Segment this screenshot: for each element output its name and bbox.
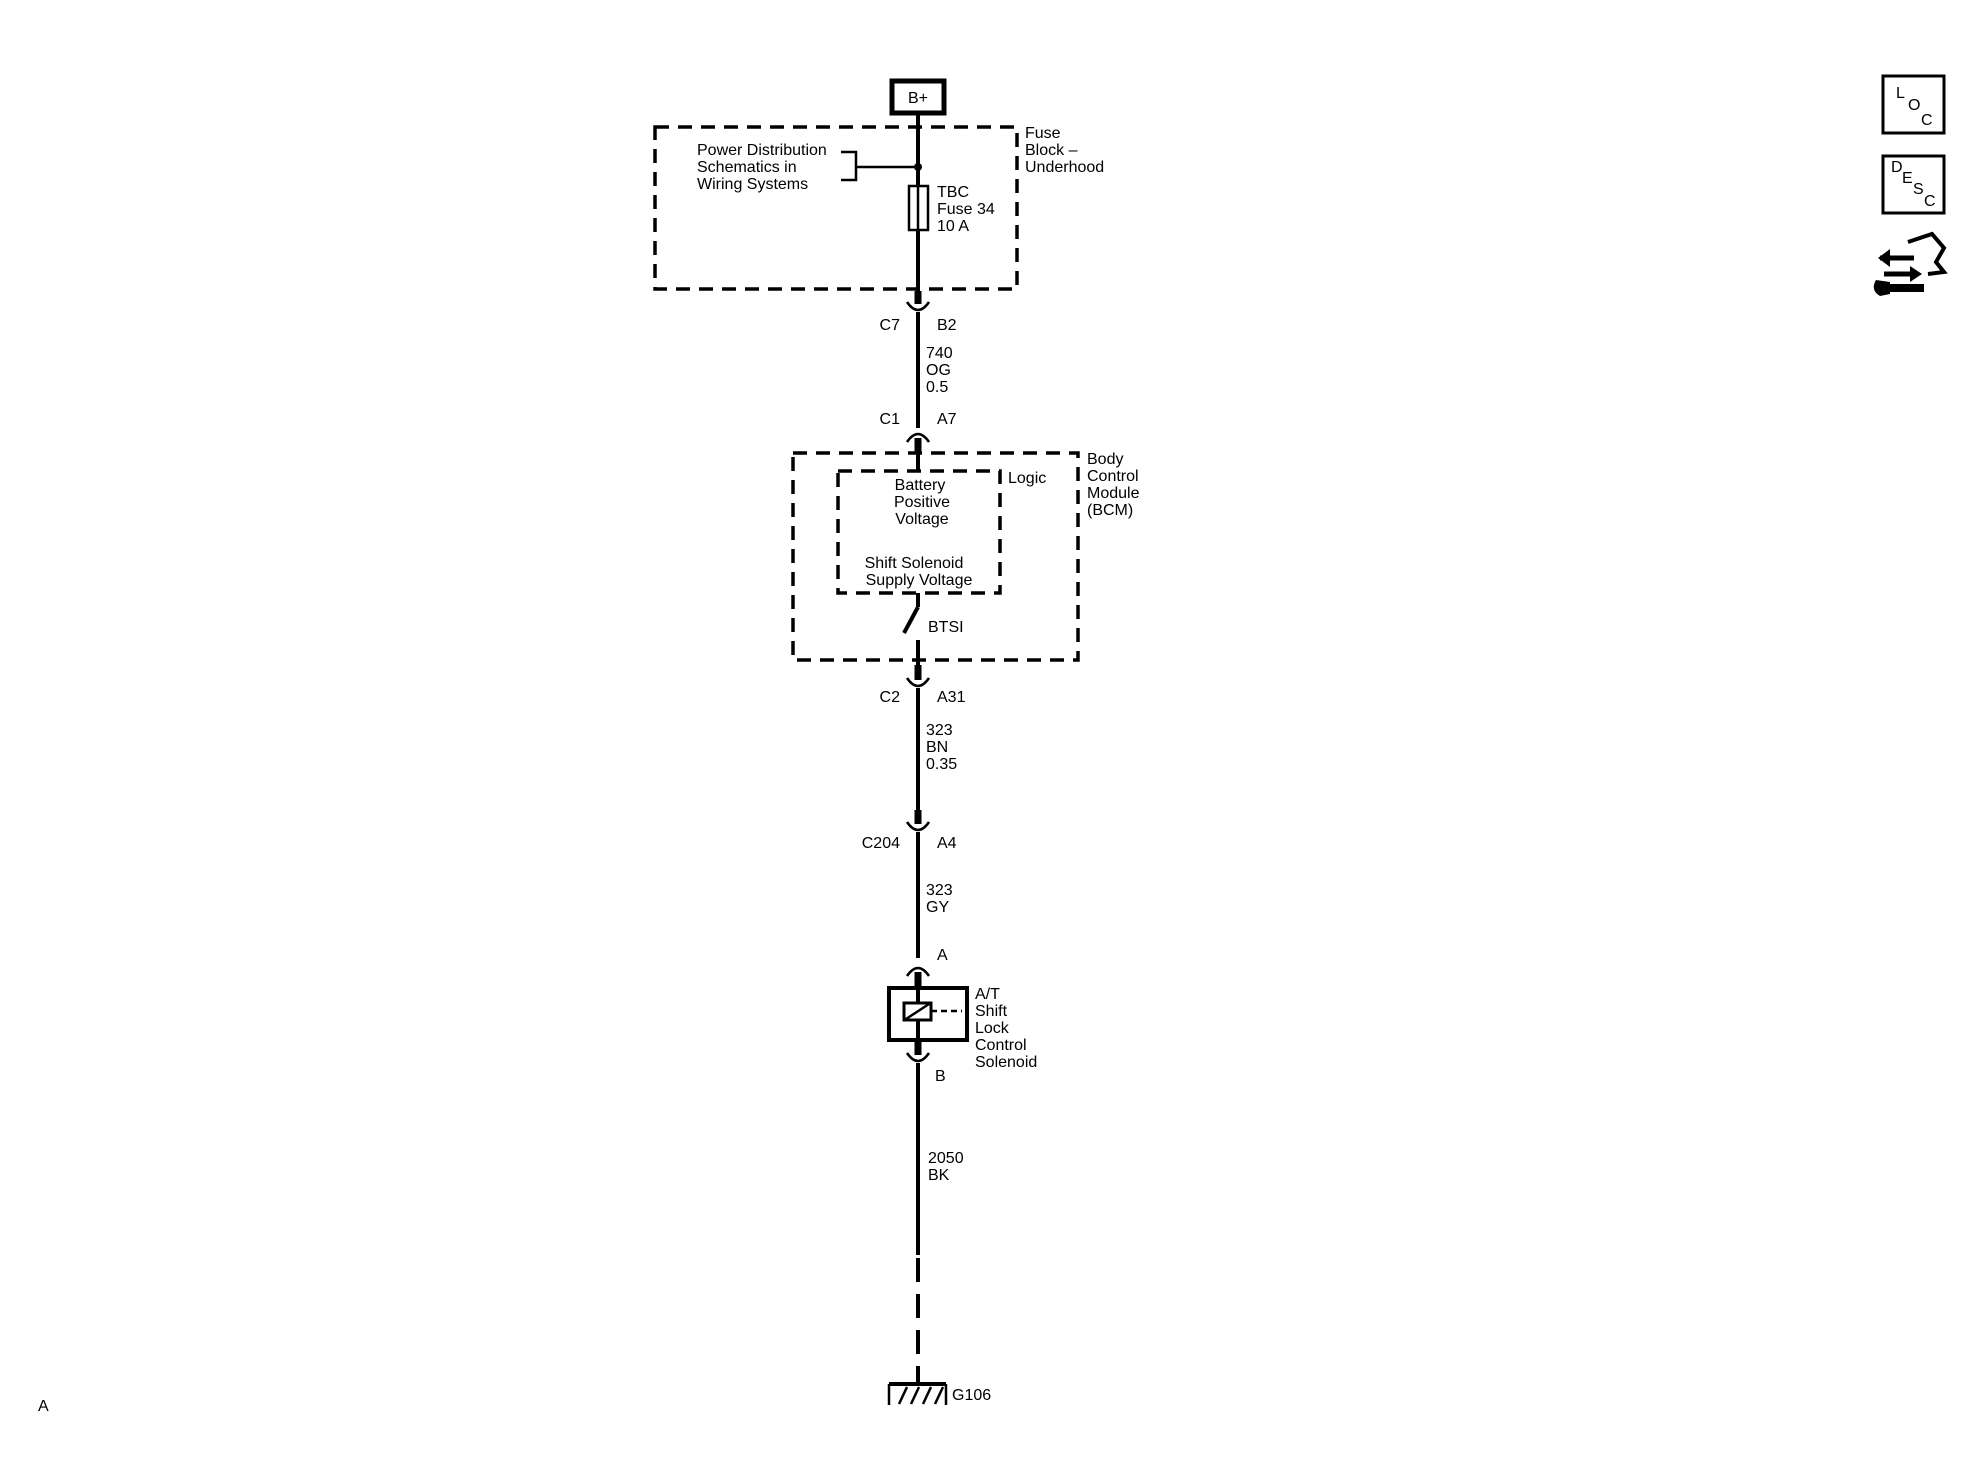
svg-text:323: 323: [926, 882, 953, 899]
shift-lock-solenoid: [887, 986, 969, 1042]
svg-text:740: 740: [926, 345, 953, 362]
power-distribution-reference: Power Distribution Schematics in Wiring …: [697, 142, 827, 193]
svg-text:C2: C2: [880, 689, 901, 706]
svg-text:Body: Body: [1087, 451, 1123, 468]
svg-text:Supply Voltage: Supply Voltage: [866, 572, 973, 589]
bcm-boundary: [791, 451, 1080, 662]
svg-text:Battery: Battery: [895, 477, 946, 494]
logic-label: Logic: [1008, 470, 1046, 487]
svg-text:Power Distribution: Power Distribution: [697, 142, 827, 159]
fuse-34: [907, 184, 930, 232]
svg-text:BN: BN: [926, 739, 948, 756]
description-button[interactable]: D E S C: [1881, 154, 1946, 215]
wire-2050-bk-label: 2050 BK: [928, 1150, 964, 1184]
svg-text:Positive: Positive: [894, 494, 950, 511]
svg-text:(BCM): (BCM): [1087, 502, 1133, 519]
svg-text:Fuse 34: Fuse 34: [937, 201, 995, 218]
ground-g106-symbol: [887, 1372, 948, 1405]
svg-text:C7: C7: [880, 317, 901, 334]
svg-text:C204: C204: [862, 835, 900, 852]
svg-text:A: A: [937, 947, 948, 964]
svg-text:OG: OG: [926, 362, 951, 379]
svg-text:Control: Control: [1087, 468, 1139, 485]
svg-text:E: E: [1902, 170, 1913, 187]
connector-c1: C1 A7: [880, 411, 957, 452]
wire-323-gy-label: 323 GY: [926, 882, 953, 916]
wire-323-bn-label: 323 BN 0.35: [926, 722, 957, 773]
svg-text:A4: A4: [937, 835, 957, 852]
svg-text:Fuse: Fuse: [1025, 125, 1061, 142]
connector-c7: C7 B2: [880, 291, 957, 334]
connector-c2: C2 A31: [880, 665, 966, 706]
connector-solenoid-b: B: [905, 1040, 946, 1085]
svg-text:A7: A7: [937, 411, 957, 428]
battery-positive-voltage-label: Battery Positive Voltage: [894, 477, 950, 528]
svg-text:Solenoid: Solenoid: [975, 1054, 1037, 1071]
svg-text:0.35: 0.35: [926, 756, 957, 773]
svg-text:Block –: Block –: [1025, 142, 1078, 159]
svg-text:C1: C1: [880, 411, 901, 428]
page-marker: A: [38, 1398, 49, 1415]
svg-text:D: D: [1891, 159, 1903, 176]
connector-solenoid-a: A: [905, 947, 948, 986]
svg-text:Wiring Systems: Wiring Systems: [697, 176, 808, 193]
svg-text:A31: A31: [937, 689, 966, 706]
fuse-block-boundary: [653, 125, 1019, 291]
fuse-label: TBC Fuse 34 10 A: [937, 184, 995, 235]
svg-text:Shift Solenoid: Shift Solenoid: [865, 555, 964, 572]
svg-text:B: B: [935, 1068, 946, 1085]
svg-text:Control: Control: [975, 1037, 1027, 1054]
svg-text:C: C: [1921, 112, 1933, 129]
svg-text:C: C: [1924, 193, 1936, 210]
btsi-label: BTSI: [928, 619, 964, 636]
connector-info-button[interactable]: [1873, 231, 1948, 296]
svg-text:Module: Module: [1087, 485, 1140, 502]
svg-text:TBC: TBC: [937, 184, 969, 201]
battery-positive-label: B+: [908, 90, 928, 107]
connector-c204: C204 A4: [862, 810, 957, 852]
svg-text:A/T: A/T: [975, 986, 1000, 1003]
svg-text:GY: GY: [926, 899, 949, 916]
svg-text:BK: BK: [928, 1167, 950, 1184]
svg-text:Voltage: Voltage: [895, 511, 948, 528]
svg-text:Schematics in: Schematics in: [697, 159, 797, 176]
solenoid-label: A/T Shift Lock Control Solenoid: [975, 986, 1037, 1071]
svg-text:323: 323: [926, 722, 953, 739]
fuse-block-label: Fuse Block – Underhood: [1025, 125, 1104, 176]
bcm-label: Body Control Module (BCM): [1087, 451, 1140, 519]
svg-text:0.5: 0.5: [926, 379, 948, 396]
svg-text:2050: 2050: [928, 1150, 964, 1167]
wrench-arrows-icon: [1873, 231, 1948, 296]
ground-label: G106: [952, 1387, 991, 1404]
battery-positive-source: B+: [889, 78, 947, 116]
location-button[interactable]: L O C: [1881, 74, 1946, 135]
wire-740-label: 740 OG 0.5: [926, 345, 953, 396]
svg-text:Lock: Lock: [975, 1020, 1010, 1037]
svg-text:10 A: 10 A: [937, 218, 969, 235]
svg-text:O: O: [1908, 97, 1920, 114]
svg-text:Shift: Shift: [975, 1003, 1008, 1020]
shift-solenoid-supply-label: Shift Solenoid Supply Voltage: [865, 555, 973, 589]
svg-text:Underhood: Underhood: [1025, 159, 1104, 176]
btsi-switch: [902, 606, 920, 634]
svg-text:L: L: [1896, 85, 1905, 102]
svg-text:B2: B2: [937, 317, 957, 334]
svg-text:S: S: [1913, 181, 1924, 198]
